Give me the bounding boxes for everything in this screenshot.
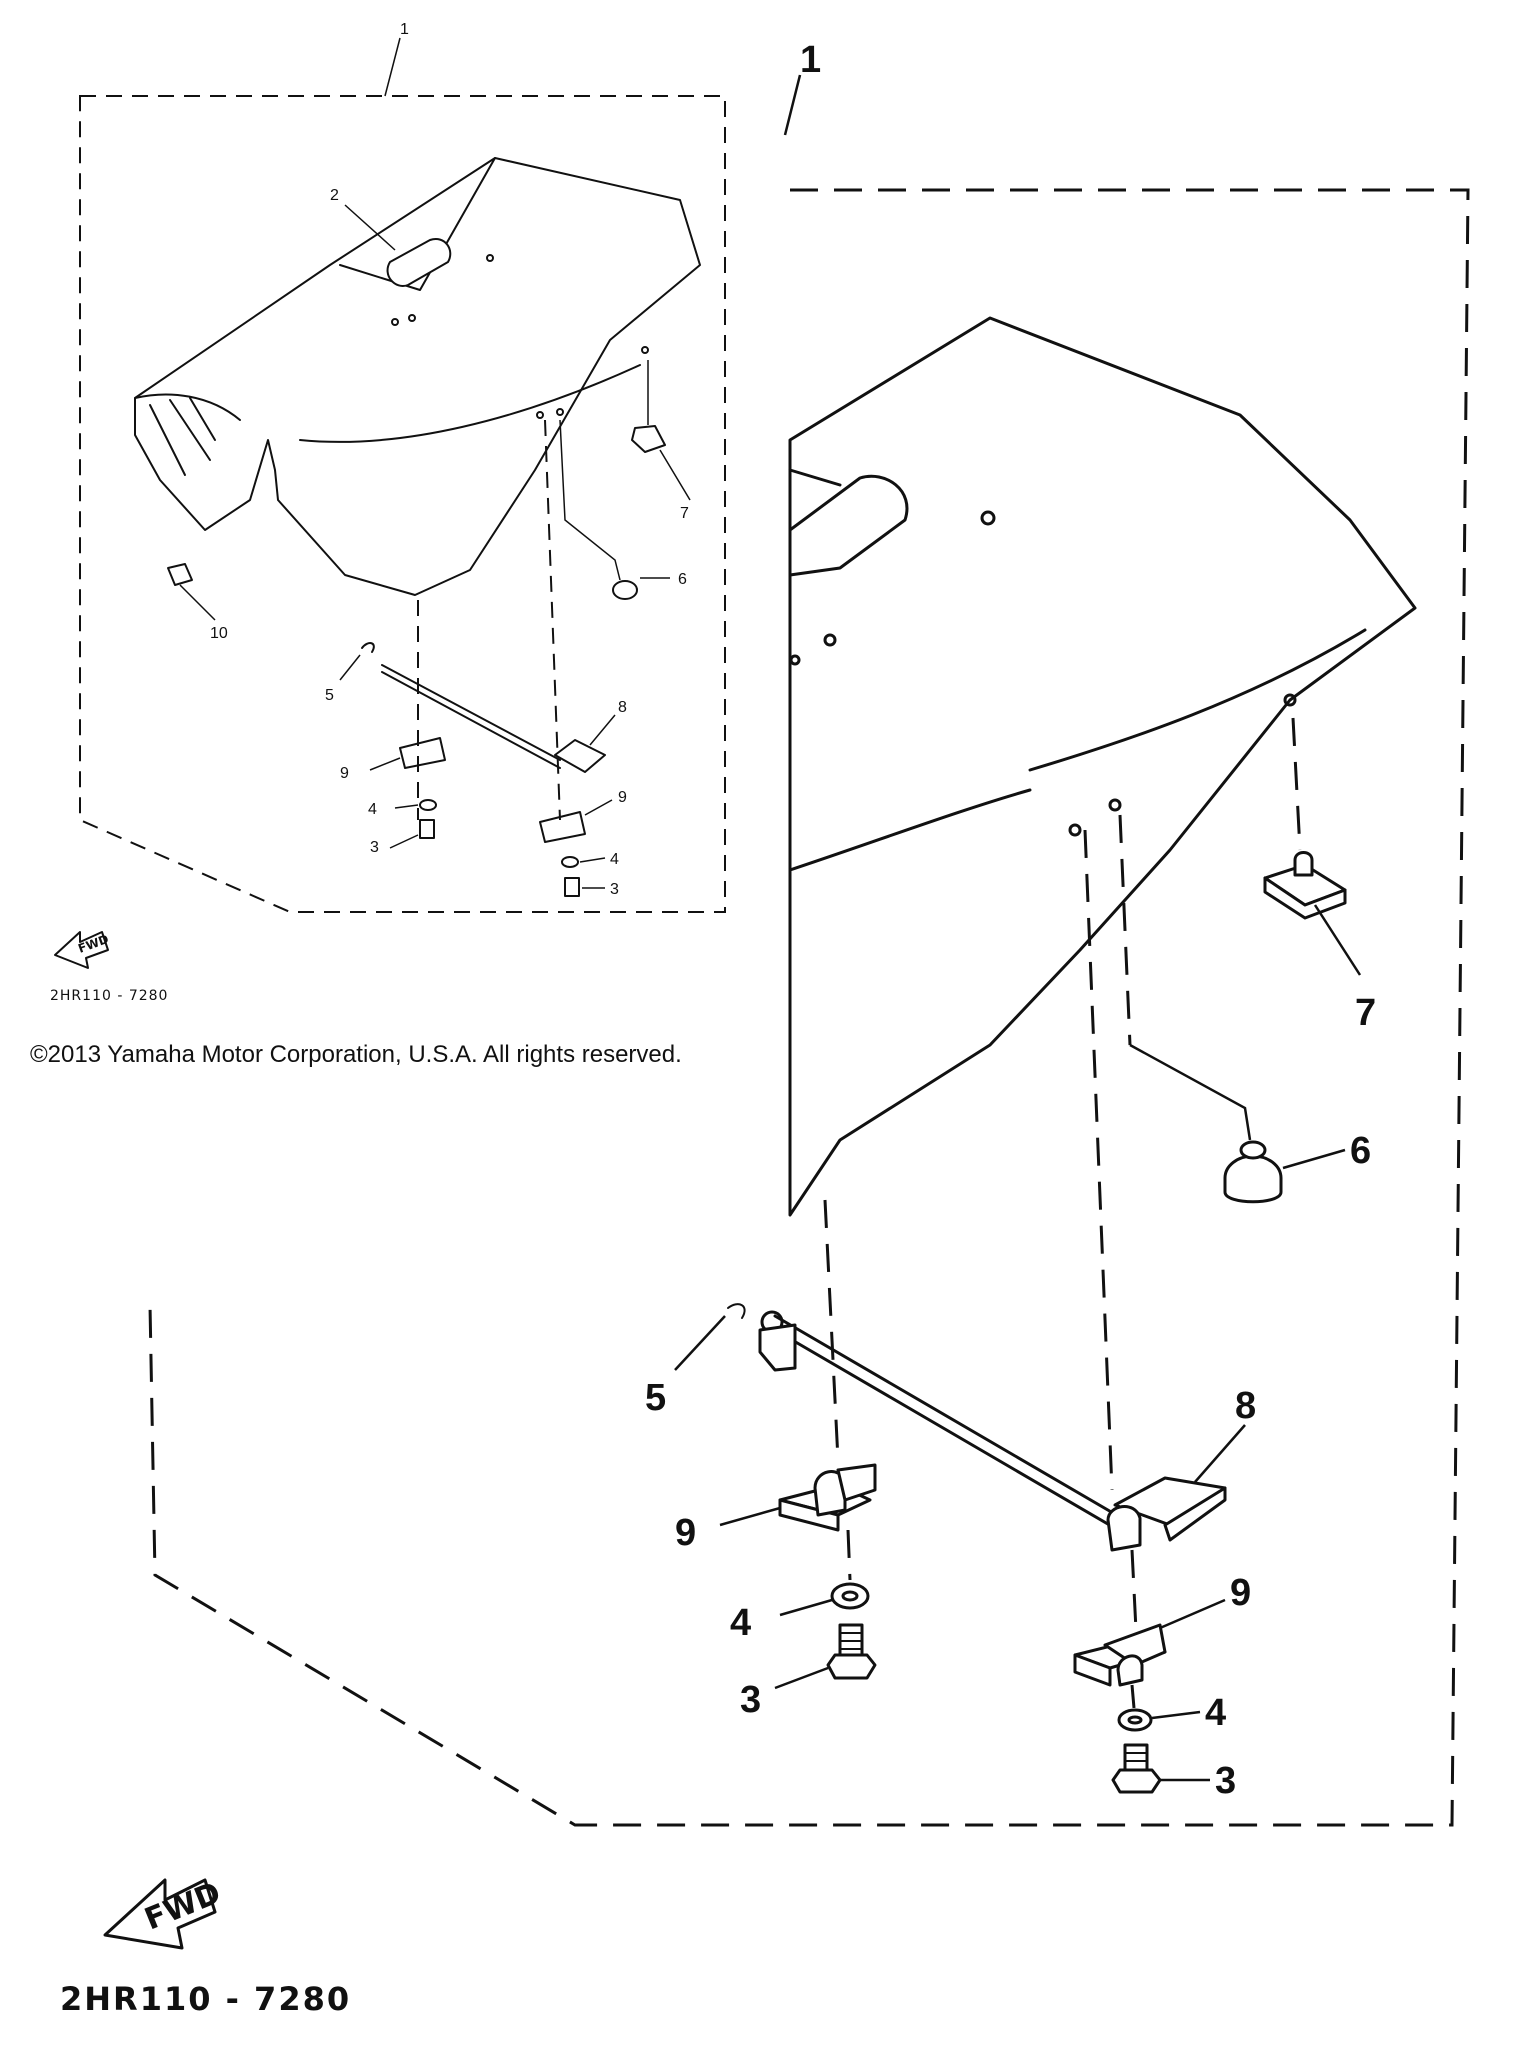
inset-callout-8: 8 (618, 699, 627, 716)
callout-6: 6 (1350, 1130, 1371, 1172)
main-diagram: 1 7 (148, 39, 1470, 1827)
inset-callout-7: 7 (680, 505, 689, 522)
copyright-notice: ©2013 Yamaha Motor Corporation, U.S.A. A… (30, 1041, 682, 1068)
callout-8: 8 (1235, 1385, 1256, 1427)
bolt-3-right (1111, 1743, 1162, 1794)
inset-callout-6: 6 (678, 571, 687, 588)
callout-1: 1 (800, 39, 821, 81)
bracket-9-left (778, 1463, 877, 1532)
svg-text:FWD: FWD (140, 1876, 226, 1938)
callout-9a: 9 (675, 1512, 696, 1554)
main-seat (788, 316, 1417, 1217)
callout-7: 7 (1355, 992, 1376, 1034)
inset-boundary (79, 95, 726, 913)
inset-fwd-arrow-icon: FWD (54, 931, 111, 969)
callout-4b: 4 (1205, 1692, 1226, 1734)
bracket-9-right (1073, 1623, 1167, 1687)
inset-diagram: 1 7 6 10 2 (50, 21, 726, 1004)
hook-8 (1106, 1476, 1227, 1552)
callout-4a: 4 (730, 1602, 751, 1644)
inset-drawing-code: 2HR110 - 7280 (50, 988, 168, 1004)
inset-callout-1: 1 (400, 21, 409, 38)
callout-3a: 3 (740, 1679, 761, 1721)
callout-3b: 3 (1215, 1760, 1236, 1802)
drawing-code: 2HR110 - 7280 (60, 1980, 351, 2018)
fwd-arrow-icon: FWD (103, 1876, 226, 1950)
inset-callout-5: 5 (325, 687, 334, 704)
damper-7 (1263, 851, 1347, 920)
callout-9b: 9 (1230, 1572, 1251, 1614)
inset-callout-4a: 4 (368, 801, 377, 818)
inset-seat (134, 157, 701, 596)
inset-callout-3a: 3 (370, 839, 379, 856)
main-boundary (148, 188, 1470, 1827)
bolt-3-left (826, 1623, 877, 1680)
inset-callout-9a: 9 (340, 765, 349, 782)
inset-callout-4b: 4 (610, 851, 619, 868)
washer-4-right (1117, 1708, 1153, 1732)
inset-callout-3b: 3 (610, 881, 619, 898)
damper-6 (1223, 1140, 1283, 1204)
inset-callout-10: 10 (210, 625, 228, 642)
inset-callout-2: 2 (330, 187, 339, 204)
washer-4-left (830, 1582, 870, 1610)
callout-5: 5 (645, 1377, 666, 1419)
inset-callout-9b: 9 (618, 789, 627, 806)
